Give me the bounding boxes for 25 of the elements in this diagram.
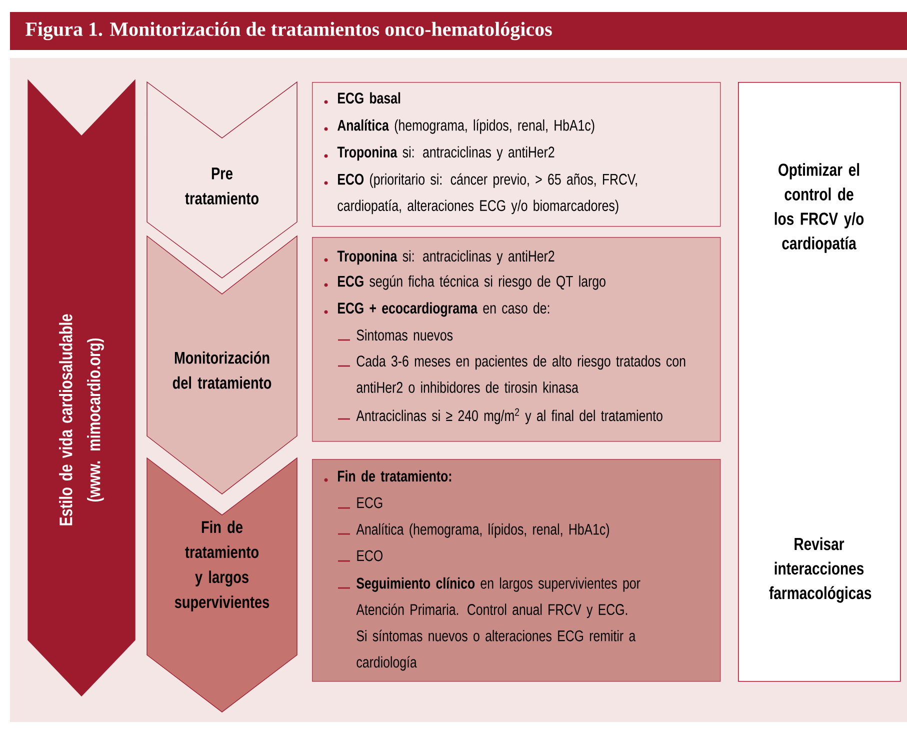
list-item: ECG xyxy=(357,497,382,508)
content-box xyxy=(312,82,721,227)
list-item: ECO xyxy=(357,550,382,562)
stage-band: Pre tratamiento xyxy=(146,81,298,278)
list-item: ECG según ficha técnica si riesgo de QT largo xyxy=(338,275,606,290)
list-item: Sintomas nuevos xyxy=(356,329,453,341)
list-item: ECO (prioritario si: cáncer previo, > 65 años, FRCV, cardiopatía, alteraciones ECG y/o biomarcadores) xyxy=(338,173,637,214)
list-item: Analítica (hemograma, lípidos, renal, HbA1c) xyxy=(338,119,594,134)
side-box xyxy=(738,82,901,682)
stage-band: Estilo de vida cardiosaludable (www. mimocardio.org) xyxy=(28,79,136,697)
list-item: Troponina si: antraciclinas y antiHer2 xyxy=(337,146,554,161)
list-item: Fin de tratamiento: xyxy=(338,470,452,482)
content-box xyxy=(312,237,721,442)
content-box xyxy=(312,459,721,682)
stage-band: Monitorización del tratamiento xyxy=(146,235,298,494)
list-item: Antraciclinas si ≥ 240 mg/m$^{2}$ y al final del tratamiento xyxy=(356,408,662,424)
side-text: Revisar interacciones farmacológicas xyxy=(769,537,872,603)
list-item: ECG + ecocardiograma en caso de: xyxy=(338,302,550,317)
list-item: Troponina si: antraciclinas y antiHer2 xyxy=(337,250,554,265)
side-text: Optimizar el control de los FRCV y/o cardiopatía xyxy=(774,163,864,253)
title-bar: Figura 1. Monitorización de tratamientos onco-hematológicos xyxy=(10,12,907,50)
stage-band: Fin de tratamiento y largos supervivientes xyxy=(146,457,298,712)
list-item: Seguimiento clínico en largos supervivientes por Atención Primaria. Control anual FRCV y ECG. Si síntomas nuevos o alteraciones ECG remitir a cardiología xyxy=(356,577,640,671)
list-item: Analítica (hemograma, lípidos, renal, HbA1c) xyxy=(356,523,609,538)
list-item: ECG basal xyxy=(338,92,400,104)
